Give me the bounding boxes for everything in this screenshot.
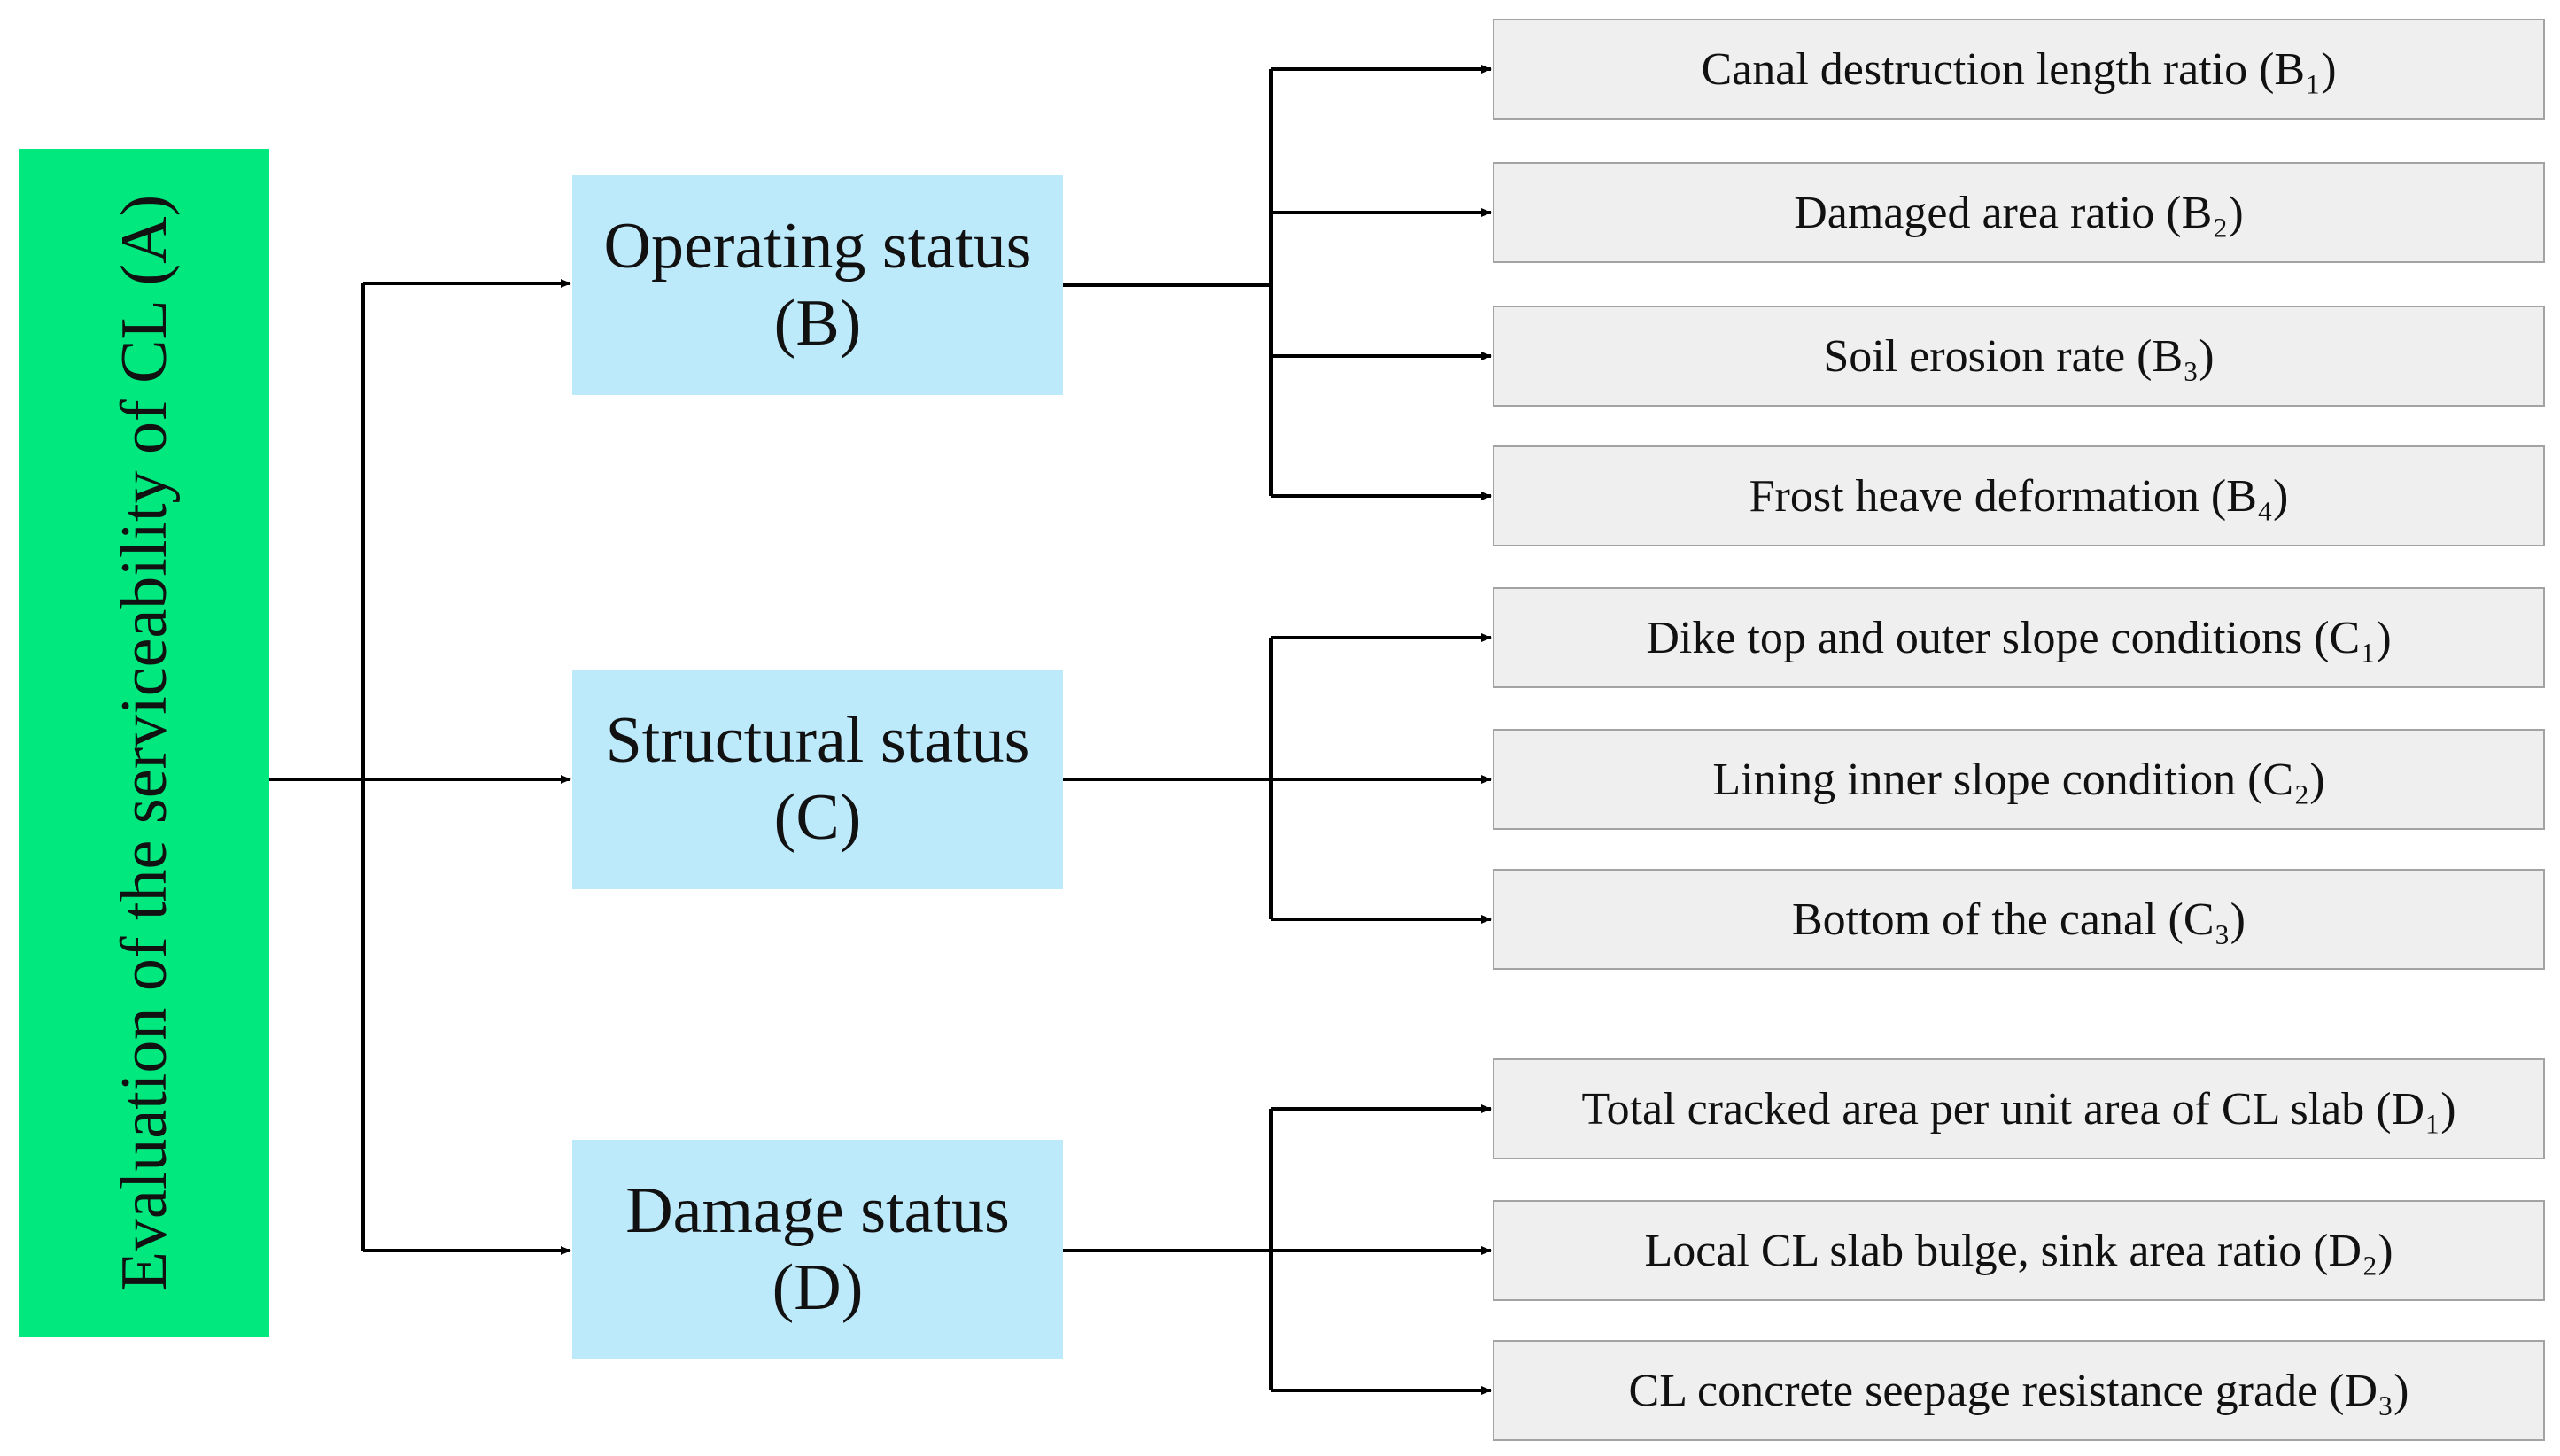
indicator-node-b2: Damaged area ratio (B₂) (1493, 162, 2545, 263)
indicator-node-d1: Total cracked area per unit area of CL s… (1493, 1058, 2545, 1159)
indicator-node-b4: Frost heave deformation (B₄) (1493, 445, 2545, 546)
indicator-node-c3: Bottom of the canal (C₃) (1493, 869, 2545, 970)
group-node-structural-status: Structural status (C) (572, 670, 1063, 889)
group-node-operating-status: Operating status (B) (572, 175, 1063, 395)
group-code: (B) (773, 287, 862, 360)
root-node-label: Evaluation of the serviceability of CL (… (108, 194, 181, 1292)
indicator-node-c1: Dike top and outer slope conditions (C₁) (1493, 587, 2545, 688)
group-code: (C) (773, 781, 862, 854)
indicator-node-b3: Soil erosion rate (B₃) (1493, 306, 2545, 407)
group-title: Operating status (603, 209, 1032, 283)
group-title: Damage status (625, 1173, 1010, 1247)
group-node-damage-status: Damage status (D) (572, 1140, 1063, 1359)
indicator-node-c2: Lining inner slope condition (C₂) (1493, 729, 2545, 830)
indicator-node-d2: Local CL slab bulge, sink area ratio (D₂… (1493, 1200, 2545, 1301)
indicator-node-d3: CL concrete seepage resistance grade (D₃… (1493, 1340, 2545, 1441)
group-code: (D) (772, 1251, 864, 1324)
indicator-node-b1: Canal destruction length ratio (B₁) (1493, 19, 2545, 120)
group-title: Structural status (605, 703, 1030, 777)
root-node (19, 149, 269, 1337)
